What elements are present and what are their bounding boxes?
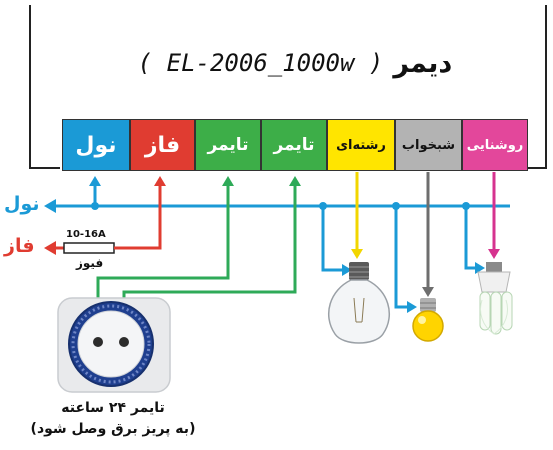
phase-supply-label: فاز <box>4 235 35 257</box>
terminal-phase-label: فاز <box>144 132 181 158</box>
phase-input-arrow <box>44 241 56 255</box>
neutral-to-bulb2 <box>394 206 410 309</box>
terminal-timer-1: تایمر <box>195 119 261 171</box>
incandescent-arrow <box>351 249 363 259</box>
terminal-nightlight-label: شبخواب <box>401 137 456 153</box>
timer-caption-line1: تایمر ۲۴ ساعته <box>61 400 165 416</box>
neutral-to-bulb3 <box>464 206 478 270</box>
phase-terminal-arrow <box>154 176 166 186</box>
neutral-junction-4 <box>462 202 470 210</box>
timer-wire-1 <box>96 182 230 305</box>
title-persian: دیمر <box>393 47 453 79</box>
neutral-bulb2-arrow <box>407 301 417 313</box>
neutral-terminal-arrow <box>89 176 101 186</box>
terminal-nightlight: شبخواب <box>395 119 462 171</box>
cfl-lamp-icon <box>477 262 513 335</box>
title-model: ( EL-2006_1000w ) <box>137 49 384 77</box>
neutral-junction-2 <box>319 202 327 210</box>
terminal-incandescent-label: رشته‌ای <box>336 137 386 153</box>
timer-socket-icon <box>57 297 171 393</box>
terminal-neutral-label: نول <box>75 132 117 158</box>
page-title: ( EL-2006_1000w ) دیمر <box>60 40 530 86</box>
terminal-neutral: نول <box>62 119 130 171</box>
dimmer-enclosure <box>29 5 547 169</box>
nightlight-bulb-icon <box>412 298 444 342</box>
lighting-arrow <box>488 249 500 259</box>
fuse <box>63 242 115 254</box>
neutral-junction <box>91 202 99 210</box>
terminal-timer-2: تایمر <box>261 119 327 171</box>
timer-arrow-2 <box>289 176 301 186</box>
fuse-rating: 10-16A <box>66 229 106 240</box>
neutral-input-arrow <box>44 199 56 213</box>
neutral-bulb1-arrow <box>342 264 352 276</box>
terminal-timer-2-label: تایمر <box>273 135 315 155</box>
incandescent-bulb-icon <box>327 262 391 344</box>
neutral-junction-3 <box>392 202 400 210</box>
terminal-phase: فاز <box>130 119 195 171</box>
nightlight-arrow <box>422 287 434 297</box>
terminal-lighting-label: روشنایی <box>466 137 524 153</box>
phase-wire-out <box>114 182 162 250</box>
timer-caption-line2: (به پریز برق وصل شود) <box>30 421 196 437</box>
terminal-incandescent: رشته‌ای <box>327 119 395 171</box>
neutral-to-bulb1 <box>321 206 345 272</box>
neutral-supply-label: نول <box>4 193 40 215</box>
fuse-label: فیوز <box>76 256 104 270</box>
terminal-lighting: روشنایی <box>462 119 528 171</box>
timer-arrow-1 <box>222 176 234 186</box>
terminal-timer-1-label: تایمر <box>207 135 249 155</box>
neutral-bulb3-arrow <box>475 262 485 274</box>
